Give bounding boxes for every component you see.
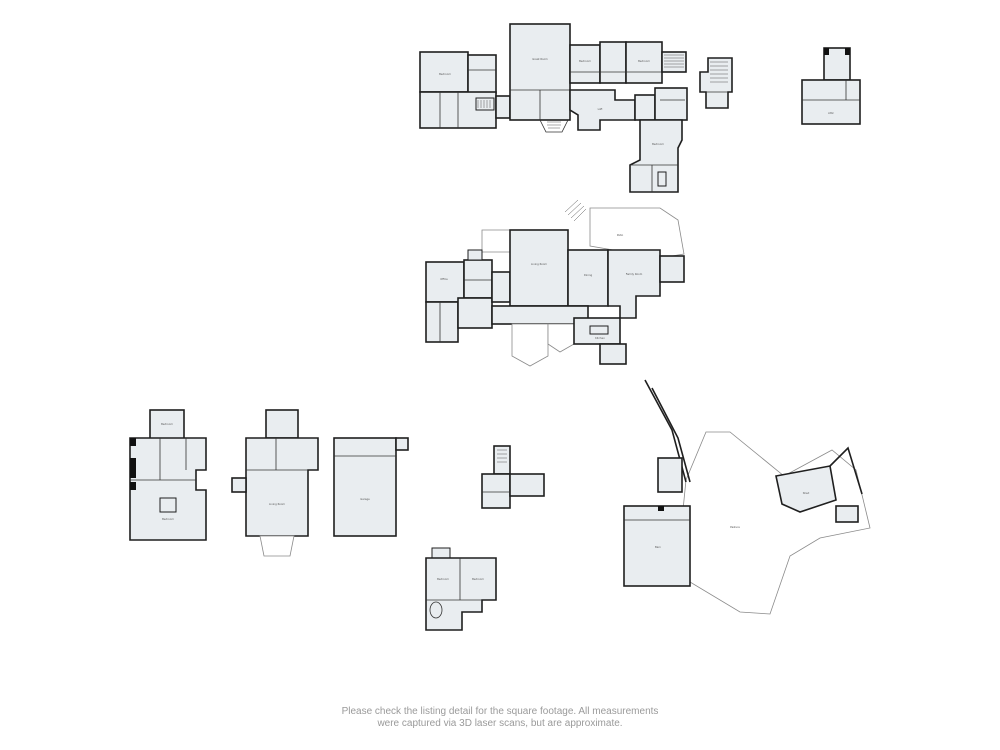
svg-text:Family Room: Family Room [626,272,643,276]
svg-text:Pasture: Pasture [730,525,740,529]
floor-plan-stair-tower [699,57,733,109]
svg-text:Bedroom: Bedroom [439,72,451,76]
svg-text:Bedroom: Bedroom [162,517,174,521]
floor-plan-guest-suite: Bedroom Bedroom [425,547,497,631]
svg-text:Living Room: Living Room [269,502,285,506]
svg-text:Kitchen: Kitchen [595,336,605,340]
svg-text:Patio: Patio [617,233,624,237]
svg-text:Shed: Shed [803,491,810,495]
svg-text:Bedroom: Bedroom [437,577,449,581]
floor-plan-garage-loft: Garage [333,437,409,537]
floor-plan-guest-lower: Bedroom Bedroom [129,409,207,541]
svg-text:Barn: Barn [655,545,661,549]
svg-text:Great Room: Great Room [532,57,548,61]
svg-text:Garage: Garage [360,497,370,501]
floor-plan-guest-main: Living Room [231,409,319,557]
floor-plan-small-unit [481,445,545,509]
svg-text:Bedroom: Bedroom [579,59,591,63]
floor-plan-attic: Attic [801,47,861,125]
disclaimer-line-2: were captured via 3D laser scans, but ar… [377,718,623,729]
svg-text:Bedroom: Bedroom [638,59,650,63]
disclaimer-line-1: Please check the listing detail for the … [341,706,659,717]
svg-text:Bedroom: Bedroom [161,422,173,426]
svg-text:Loft: Loft [598,107,603,111]
floor-plan-upper-level: Great Room Bedroom Bedroom Bedroom Loft … [419,23,688,193]
floor-plan-main-level: Living Room Dining Family Room Office Ki… [425,199,685,367]
svg-text:Attic: Attic [828,111,834,115]
footer-disclaimer: Please check the listing detail for the … [0,706,1000,730]
svg-text:Bedroom: Bedroom [472,577,484,581]
svg-text:Dining: Dining [584,273,593,277]
svg-text:Office: Office [440,277,448,281]
svg-text:Bedroom: Bedroom [652,142,664,146]
svg-text:Living Room: Living Room [531,262,547,266]
floor-plan-barn-site: Barn Pasture Shed [623,379,871,615]
